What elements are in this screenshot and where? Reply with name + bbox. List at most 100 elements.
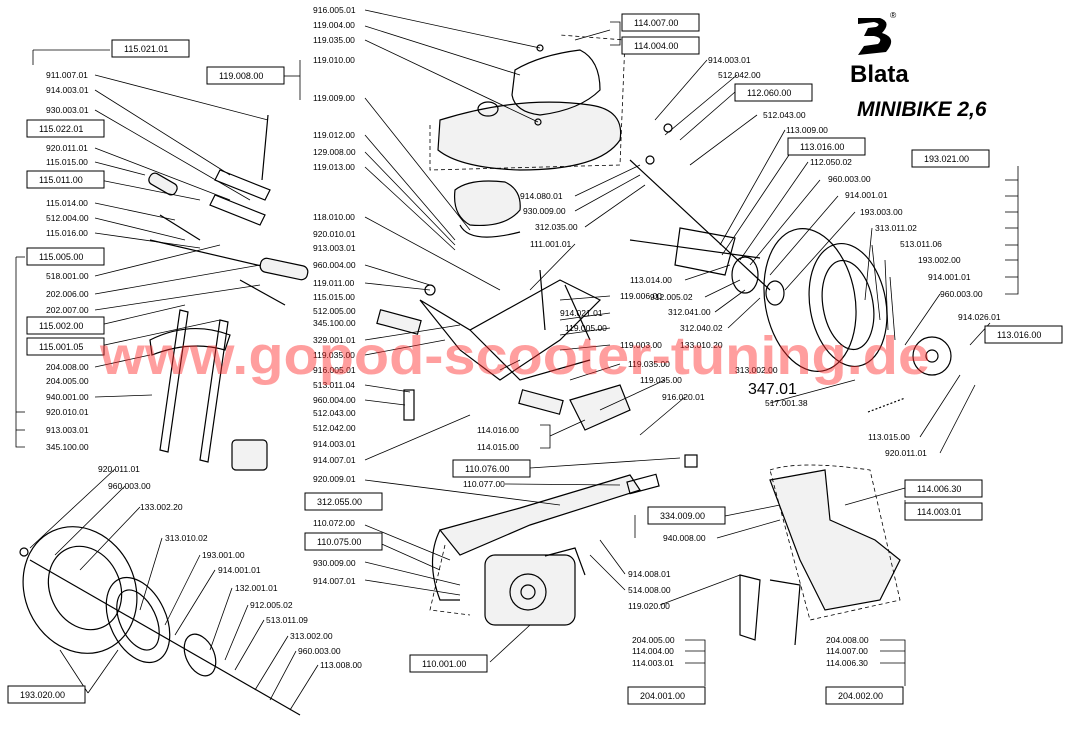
part-label: 513.011.09 — [266, 615, 308, 625]
part-label: 119.012.00 — [313, 130, 355, 140]
part-label: 913.003.01 — [46, 425, 89, 435]
boxed-part-label: 115.001.05 — [39, 342, 83, 352]
part-label: 940.008.00 — [663, 533, 706, 543]
part-label: 513.011.06 — [900, 239, 942, 249]
part-label: 512.043.00 — [763, 110, 806, 120]
part-label: 345.100.00 — [313, 318, 356, 328]
boxed-part-label: 204.001.00 — [640, 691, 685, 701]
part-label: 115.015.00 — [313, 292, 355, 302]
part-label: 911.007.01 — [46, 70, 88, 80]
part-label: 960.003.00 — [108, 481, 151, 491]
part-label: 133.002.20 — [140, 502, 183, 512]
part-label: 115.015.00 — [46, 157, 88, 167]
part-label: 114.004.00 — [632, 646, 674, 656]
part-label: 204.005.00 — [46, 376, 89, 386]
part-label: 119.035.00 — [628, 359, 670, 369]
part-drawings — [19, 34, 952, 716]
boxed-part-label: 110.076.00 — [465, 464, 509, 474]
boxed-part-label: 115.005.00 — [39, 252, 83, 262]
part-label: 920.010.01 — [46, 407, 89, 417]
part-label: 914.080.01 — [520, 191, 563, 201]
front-fork-drawing — [159, 309, 189, 453]
part-label: 920.011.01 — [98, 464, 140, 474]
part-label: 115.014.00 — [46, 198, 88, 208]
part-label: 193.001.00 — [202, 550, 245, 560]
part-label: 112.050.02 — [810, 157, 852, 167]
part-label: 119.006.00 — [620, 291, 662, 301]
part-label: 114.006.30 — [826, 658, 868, 668]
boxed-part-label: 193.020.00 — [20, 690, 65, 700]
fuel-tank-drawing — [453, 180, 521, 227]
part-label: 914.003.01 — [46, 85, 89, 95]
boxed-part-label: 119.008.00 — [219, 71, 263, 81]
part-label: 129.008.00 — [313, 147, 356, 157]
part-label: 114.015.00 — [477, 442, 519, 452]
part-label: 115.016.00 — [46, 228, 88, 238]
part-label: 202.006.00 — [46, 289, 89, 299]
boxed-part-label: 110.075.00 — [317, 537, 361, 547]
part-label: 204.008.00 — [826, 635, 869, 645]
part-label: 119.013.00 — [313, 162, 355, 172]
boxed-part-label: 110.001.00 — [422, 659, 466, 669]
part-label: 914.026.01 — [958, 312, 1001, 322]
part-label: 110.072.00 — [313, 518, 355, 528]
part-label: 119.003.00 — [620, 340, 662, 350]
part-label: 193.002.00 — [918, 255, 961, 265]
part-label: 920.010.01 — [313, 229, 356, 239]
brand-name: Blata — [850, 61, 909, 88]
part-labels: 911.007.01 914.003.01 930.003.01 920.011… — [46, 5, 1001, 670]
part-label: 920.011.01 — [46, 143, 88, 153]
part-label: 912.005.02 — [650, 292, 693, 302]
model-title: MINIBIKE 2,6 — [857, 98, 987, 121]
boxed-part-label: 204.002.00 — [838, 691, 883, 701]
leader-lines — [15, 9, 1019, 711]
part-label: 312.040.02 — [680, 323, 723, 333]
rear-body-drawing — [769, 469, 901, 611]
part-label: 313.011.02 — [875, 223, 917, 233]
part-label: 119.035.00 — [640, 375, 682, 385]
part-label: 345.100.00 — [46, 442, 89, 452]
boxed-part-labels: 115.021.01 119.008.00 115.022.01 115.011… — [7, 13, 1063, 705]
part-label: 914.007.01 — [313, 576, 356, 586]
part-label: 202.007.00 — [46, 305, 89, 315]
part-marker: 347.01 — [748, 381, 797, 398]
part-label: 313.010.02 — [165, 533, 208, 543]
boxed-part-label: 114.003.01 — [917, 507, 961, 517]
part-label: 204.005.00 — [632, 635, 675, 645]
part-label: 114.007.00 — [826, 646, 868, 656]
part-label: 518.001.00 — [46, 271, 89, 281]
part-label: 110.077.00 — [463, 479, 505, 489]
part-label: 193.003.00 — [860, 207, 903, 217]
boxed-part-label: 115.002.00 — [39, 321, 83, 331]
part-label: 313.002.00 — [735, 365, 778, 375]
part-label: 119.020.00 — [628, 601, 670, 611]
part-label: 312.041.00 — [668, 307, 711, 317]
registered-mark: ® — [890, 10, 897, 20]
part-label: 930.009.00 — [523, 206, 566, 216]
part-label: 914.008.01 — [628, 569, 671, 579]
part-label: 512.042.00 — [313, 423, 356, 433]
part-label: 114.003.01 — [632, 658, 674, 668]
part-label: 514.008.00 — [628, 585, 671, 595]
part-label: 118.010.00 — [313, 212, 355, 222]
part-label: 329.001.01 — [313, 335, 356, 345]
part-label: 916.020.01 — [662, 392, 705, 402]
blata-logo-icon — [858, 18, 892, 55]
boxed-part-label: 312.055.00 — [317, 497, 362, 507]
part-label: 512.004.00 — [46, 213, 89, 223]
part-label: 111.001.01 — [530, 239, 572, 249]
part-label: 119.035.00 — [313, 350, 355, 360]
part-label: 914.007.01 — [313, 455, 356, 465]
part-label: 960.003.00 — [940, 289, 983, 299]
boxed-part-label: 114.007.00 — [634, 18, 678, 28]
boxed-part-label: 112.060.00 — [747, 88, 791, 98]
boxed-part-label: 113.016.00 — [997, 330, 1041, 340]
seat-drawing — [437, 101, 622, 171]
part-label: 512.005.00 — [313, 306, 356, 316]
part-label: 513.011.04 — [313, 380, 355, 390]
part-label: 119.035.00 — [313, 35, 355, 45]
part-label: 914.001.01 — [845, 190, 888, 200]
rear-tire-drawing — [763, 228, 857, 372]
part-label: 930.003.01 — [46, 105, 89, 115]
